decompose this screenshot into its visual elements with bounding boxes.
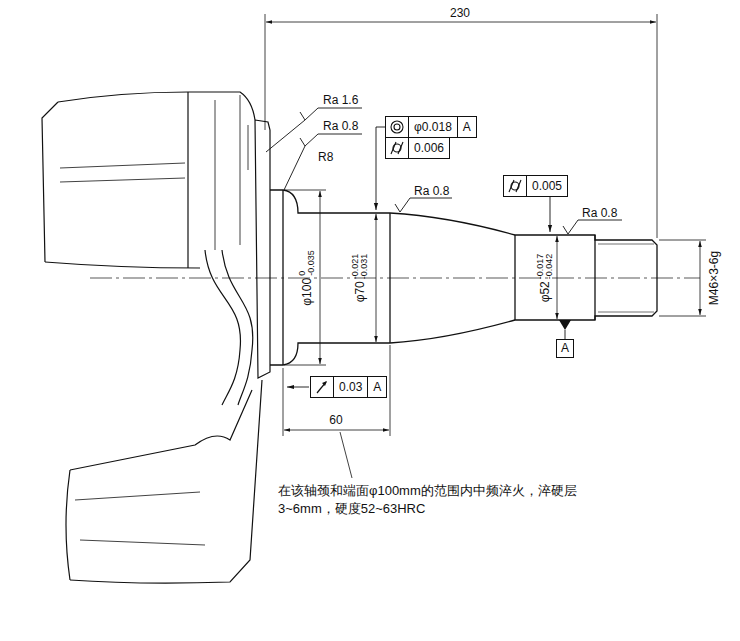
diameter-dimension: φ52-0.017-0.042 (536, 254, 554, 303)
frame-cell: A (557, 340, 573, 357)
dimension-text: 230 (450, 6, 470, 20)
tolerance-stack: -0.021-0.031 (351, 254, 369, 280)
diameter-dimension: φ100 0-0.035 (298, 250, 316, 305)
tolerance-value: 0.005 (532, 179, 562, 193)
tolerance-value: 0.03 (339, 380, 362, 394)
tolerance-value: φ0.018 (414, 120, 452, 134)
knuckle-body (42, 92, 270, 583)
roughness-text: Ra 1.6 (323, 93, 358, 107)
tolerance-value: A (463, 120, 471, 134)
label-box: R8 (318, 150, 333, 164)
tolerance-frame: 0.005 (503, 175, 568, 197)
frame-cell: 0.03 (333, 377, 367, 397)
label-box: Ra 0.8 (582, 206, 617, 220)
label-box: Ra 0.8 (414, 184, 449, 198)
symbol-cell (386, 117, 408, 137)
tolerance-value: A (373, 380, 381, 394)
symbol-cell (311, 377, 333, 397)
tolerance-frame: 0.006 (385, 137, 450, 159)
symbol-cell (504, 176, 526, 196)
label-box: Ra 1.6 (323, 93, 358, 107)
label-box: 230 (450, 6, 470, 20)
datum-box: A (556, 339, 574, 358)
roughness-symbols (266, 108, 622, 234)
dimension-text: φ70 (353, 281, 367, 302)
runout-symbol (315, 380, 329, 394)
datum-triangle (559, 320, 571, 330)
dimension-text: φ52 (538, 281, 552, 302)
tolerance-frame: 0.03 A (310, 376, 387, 398)
roughness-text: Ra 0.8 (414, 184, 449, 198)
dimension-text: φ100 (300, 278, 314, 306)
label-box: 60 (329, 413, 342, 427)
tolerance-stack: -0.017-0.042 (536, 254, 554, 280)
tolerance-text: 0 (298, 250, 307, 276)
dimension-lines (265, 14, 706, 478)
frame-cell: φ0.018 (408, 117, 457, 137)
tolerance-text: -0.035 (307, 250, 316, 276)
frame-cell: A (457, 117, 476, 137)
tolerance-text: -0.017 (536, 254, 545, 280)
datum-letter: A (561, 341, 569, 355)
tolerance-text: -0.042 (545, 254, 554, 280)
symbol-cell (386, 138, 408, 158)
diameter-dimension: φ70-0.021-0.031 (351, 254, 369, 303)
tolerance-stack: 0-0.035 (298, 250, 316, 276)
gdt-leaders (287, 127, 565, 387)
dimension-text: M46×3-6g (707, 251, 721, 305)
diameter-dimension: M46×3-6g (707, 251, 721, 305)
heat-treatment-note: 在该轴颈和端面φ100mm的范围内中频淬火，淬硬层 3~6mm，硬度52~63H… (278, 483, 577, 516)
tolerance-text: -0.031 (360, 254, 369, 280)
frame-cell: 0.005 (526, 176, 567, 196)
radius-text: R8 (318, 150, 333, 164)
cylindricity-symbol (390, 141, 404, 155)
frame-cell: 0.006 (408, 138, 449, 158)
tolerance-text: -0.021 (351, 254, 360, 280)
roughness-text: Ra 0.8 (582, 206, 617, 220)
cylindricity-symbol (508, 179, 522, 193)
tolerance-value: 0.006 (414, 141, 444, 155)
label-box: Ra 0.8 (323, 119, 358, 133)
center-line (90, 278, 700, 279)
note-box: 在该轴颈和端面φ100mm的范围内中频淬火，淬硬层 3~6mm，硬度52~63H… (278, 482, 613, 518)
tolerance-frame: φ0.018 A (385, 116, 477, 138)
frame-cell: A (367, 377, 386, 397)
spindle-outline (270, 190, 657, 365)
concentricity-symbol (390, 120, 404, 134)
dimension-text: 60 (329, 413, 342, 427)
roughness-text: Ra 0.8 (323, 119, 358, 133)
